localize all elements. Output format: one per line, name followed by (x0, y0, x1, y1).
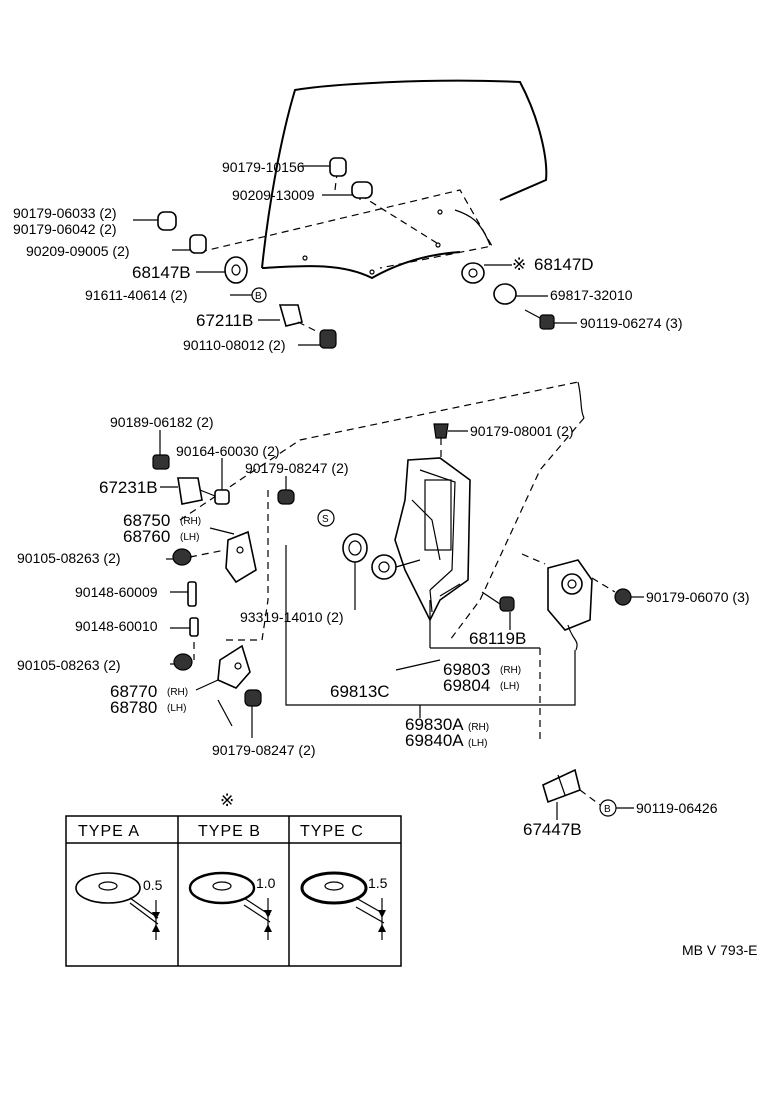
label-68770-rh: (RH) (167, 687, 188, 698)
label-90179-06042: 90179-06042 (2) (13, 221, 117, 237)
label-67231B: 67231B (99, 478, 158, 497)
part-90148-60010 (170, 617, 199, 660)
type-table: TYPE A TYPE B TYPE C 0.5 1.0 (65, 815, 402, 967)
label-90119-06274: 90119-06274 (3) (580, 315, 682, 331)
washer-type-b (188, 871, 272, 940)
label-69813C: 69813C (330, 682, 390, 701)
part-90110-08012 (298, 329, 337, 349)
part-69803 (429, 600, 541, 740)
part-90179-08001 (433, 423, 468, 458)
label-90179-10156: 90179-10156 (222, 159, 305, 175)
part-90105-08263-upper (166, 548, 226, 566)
glass-guide-lines (199, 164, 493, 275)
label-90110-08012: 90110-08012 (2) (183, 337, 285, 353)
part-90179-06033 (133, 211, 177, 231)
label-69830A: 69830A (405, 715, 464, 734)
door-glass (261, 79, 548, 280)
drawing-code: MB V 793-E (682, 942, 757, 958)
part-67447B (542, 768, 601, 820)
part-90148-60009 (170, 581, 197, 607)
part-90105-08263-lower (170, 653, 193, 671)
label-68119B: 68119B (469, 629, 526, 648)
label-91611-40614: 91611-40614 (2) (85, 287, 187, 303)
part-90209-13009 (322, 181, 373, 199)
part-93319-14010: S (317, 509, 368, 610)
part-91611-40614: B (230, 287, 267, 303)
part-90164-60030 (214, 458, 230, 505)
type-b-header: TYPE B (198, 823, 261, 840)
door-panel-outline (179, 381, 585, 641)
part-90179-06070 (614, 588, 644, 606)
washer-type-c (300, 871, 386, 940)
part-68770 (195, 599, 269, 691)
label-90119-06426: 90119-06426 (636, 800, 718, 816)
assembly-bracket-69830A (285, 545, 576, 718)
label-90189-06182: 90189-06182 (2) (110, 414, 214, 430)
label-68147B: 68147B (132, 263, 191, 282)
label-69830A-rh: (RH) (468, 722, 489, 733)
part-90209-09005 (172, 234, 207, 254)
label-90209-09005: 90209-09005 (2) (26, 243, 130, 259)
label-90179-06070: 90179-06070 (3) (646, 589, 750, 605)
label-67447B: 67447B (523, 820, 582, 839)
washer-type-a (75, 872, 160, 940)
label-68750-rh: (RH) (180, 516, 201, 527)
part-90189-06182 (152, 430, 170, 470)
leader-69813C (395, 659, 441, 671)
label-69804-lh: (LH) (500, 681, 519, 692)
type-c-header: TYPE C (300, 823, 364, 840)
label-68760: 68760 (123, 527, 170, 546)
label-90105-08263-upper: 90105-08263 (2) (17, 550, 121, 566)
label-90179-08247-top: 90179-08247 (2) (245, 460, 349, 476)
label-68780-lh: (LH) (167, 703, 186, 714)
type-a-thickness: 0.5 (143, 877, 163, 893)
label-68147D: 68147D (534, 255, 594, 274)
part-90179-08247-bottom (217, 689, 262, 738)
label-68760-lh: (LH) (180, 532, 199, 543)
part-68147B (196, 256, 248, 284)
part-68750 (209, 527, 257, 584)
label-69803: 69803 (443, 660, 490, 679)
label-69817-32010: 69817-32010 (550, 287, 633, 303)
mark-s: S (322, 514, 329, 525)
mark-b: B (255, 291, 262, 302)
part-90179-08247-top (267, 476, 295, 600)
part-69817-32010 (493, 283, 548, 305)
label-90164-60030: 90164-60030 (2) (176, 443, 280, 459)
part-67231B (160, 477, 216, 505)
label-69803-rh: (RH) (500, 665, 521, 676)
table-asterisk: ※ (220, 791, 234, 810)
part-68147D (461, 262, 512, 284)
part-90179-10156 (300, 157, 347, 177)
type-a-header: TYPE A (78, 823, 140, 840)
window-motor (521, 553, 616, 651)
regulator-assembly (371, 457, 471, 622)
part-68119B (481, 591, 515, 630)
mark-b2: B (604, 804, 611, 815)
label-90179-06033: 90179-06033 (2) (13, 205, 117, 221)
label-90179-08001: 90179-08001 (2) (470, 423, 574, 439)
label-93319-14010: 93319-14010 (2) (240, 609, 344, 625)
label-68780: 68780 (110, 698, 157, 717)
label-69840A-lh: (LH) (468, 738, 487, 749)
label-90209-13009: 90209-13009 (232, 187, 315, 203)
label-68770: 68770 (110, 682, 157, 701)
label-90148-60009: 90148-60009 (75, 584, 158, 600)
label-69804: 69804 (443, 676, 490, 695)
label-90179-08247-bottom: 90179-08247 (2) (212, 742, 316, 758)
label-90148-60010: 90148-60010 (75, 618, 158, 634)
label-68750: 68750 (123, 511, 170, 530)
part-67211B (258, 304, 319, 333)
part-90119-06274 (524, 309, 577, 330)
label-67211B: 67211B (196, 311, 253, 330)
label-90105-08263-lower: 90105-08263 (2) (17, 657, 121, 673)
type-b-thickness: 1.0 (256, 875, 276, 891)
asterisk-mark: ※ (512, 255, 526, 274)
part-90119-06426: B (599, 799, 634, 817)
type-c-thickness: 1.5 (368, 875, 388, 891)
label-69840A: 69840A (405, 731, 464, 750)
